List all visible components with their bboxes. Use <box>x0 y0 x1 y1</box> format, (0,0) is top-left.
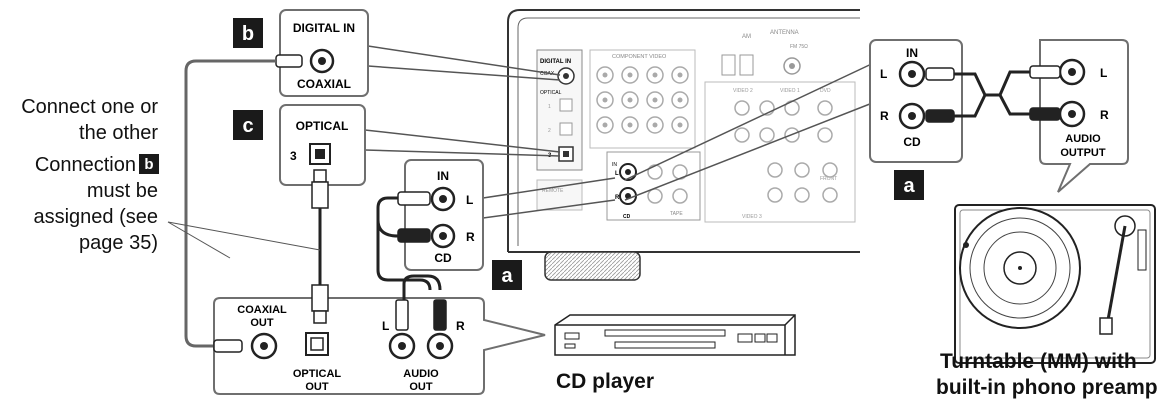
svg-text:R: R <box>615 195 620 201</box>
turntable-caption-line1: Turntable (MM) with <box>940 350 1137 373</box>
badge-c: c <box>233 110 263 140</box>
optical-number-label: 3 <box>290 149 297 163</box>
digital-in-label: DIGITAL IN <box>293 21 355 35</box>
coaxial-out-label-2: OUT <box>250 317 274 329</box>
receiver-remote-label: REMOTE <box>542 188 564 194</box>
coaxial-cable <box>184 54 303 353</box>
turntable-cable-l <box>954 70 1030 97</box>
svg-text:1: 1 <box>548 104 551 110</box>
connect-one-line1: Connect one or <box>21 96 158 118</box>
audio-out-r-label: R <box>456 319 465 333</box>
assigned-line: assigned (see <box>33 206 158 228</box>
receiver-coax-label: COAX <box>540 71 555 77</box>
receiver-video1-label: VIDEO 1 <box>780 88 800 94</box>
turntable-cd-in-label: IN <box>906 46 918 60</box>
cd-player-caption: CD player <box>556 370 655 393</box>
svg-text:a: a <box>501 265 513 287</box>
receiver-fm-label: FM 75Ω <box>790 44 808 50</box>
page-line: page 35) <box>79 232 158 254</box>
receiver-front-label: FRONT <box>820 176 837 182</box>
turntable-audio-output-callout: L R AUDIO OUTPUT <box>1029 39 1129 193</box>
audio-output-label-1: AUDIO <box>1065 133 1101 145</box>
cd-player-device <box>554 314 796 356</box>
optical-out-label-2: OUT <box>305 381 329 393</box>
cd-in-l-label: L <box>466 193 473 207</box>
audio-out-l-label: L <box>382 319 389 333</box>
receiver-cd-in-callout-right: IN L R CD <box>624 39 963 201</box>
receiver-video2-label: VIDEO 2 <box>733 88 753 94</box>
optical-out-label-1: OPTICAL <box>293 368 342 380</box>
audio-out-label-1: AUDIO <box>403 368 439 380</box>
assigned-note: must be assigned (see page 35) <box>0 178 158 256</box>
receiver-rear-panel: DIGITAL IN COAX OPTICAL 1 2 3 COMPONENT … <box>507 9 860 281</box>
receiver-foot <box>544 251 641 281</box>
turntable-cd-in-r-label: R <box>880 109 889 123</box>
turntable-cd-in-l-label: L <box>880 67 887 81</box>
receiver-video3-label: VIDEO 3 <box>742 214 762 220</box>
turntable-output-l-label: L <box>1100 66 1107 80</box>
connect-one-note: Connect one or the other <box>0 94 158 146</box>
turntable-caption-line2: built-in phono preamp <box>936 376 1158 399</box>
optical-callout: OPTICAL 3 <box>279 104 561 186</box>
svg-text:a: a <box>903 175 915 197</box>
note-pointer-1 <box>167 221 231 259</box>
note-pointer-2 <box>167 221 321 251</box>
receiver-am-label: AM <box>742 34 751 40</box>
must-be-line: must be <box>86 180 158 202</box>
svg-text:b: b <box>144 156 153 173</box>
svg-text:b: b <box>242 23 254 45</box>
receiver-dvd-label: DVD <box>820 88 831 94</box>
turntable-device <box>954 204 1156 364</box>
connect-one-line2: the other <box>79 122 158 144</box>
svg-text:2: 2 <box>548 128 551 134</box>
cd-in-r-label: R <box>466 230 475 244</box>
cd-player-rear-panel: COAXIAL OUT OPTICAL OUT L R AUDIO OUT <box>213 297 546 395</box>
turntable-cable-r <box>954 93 1030 118</box>
receiver-cd-label: CD <box>623 214 631 220</box>
receiver-tape-label: TAPE <box>670 211 683 217</box>
optical-cable <box>311 169 329 324</box>
receiver-in-label: IN <box>612 162 617 168</box>
receiver-optical-label: OPTICAL <box>540 90 562 96</box>
svg-text:c: c <box>242 115 253 137</box>
badge-b-note: b <box>139 154 159 174</box>
cd-in-label: IN <box>437 169 449 183</box>
cd-in-cd-label: CD <box>434 251 452 265</box>
turntable-cd-in-cd-label: CD <box>903 135 921 149</box>
receiver-digital-in-label: DIGITAL IN <box>540 59 571 65</box>
turntable-output-r-label: R <box>1100 108 1109 122</box>
audio-output-label-2: OUTPUT <box>1060 147 1106 159</box>
analog-cables <box>376 191 447 331</box>
badge-b: b <box>233 18 263 48</box>
svg-text:L: L <box>615 171 619 177</box>
receiver-component-video-label: COMPONENT VIDEO <box>612 54 667 60</box>
digital-in-callout: DIGITAL IN COAXIAL <box>279 9 561 97</box>
audio-out-label-2: OUT <box>409 381 433 393</box>
coaxial-label: COAXIAL <box>297 77 351 91</box>
badge-a-right: a <box>894 170 924 200</box>
coaxial-out-label-1: COAXIAL <box>237 304 287 316</box>
badge-a-left: a <box>492 260 522 290</box>
receiver-antenna-label: ANTENNA <box>770 30 799 36</box>
connection-note-prefix: Connection <box>34 154 136 176</box>
optical-label: OPTICAL <box>296 119 349 133</box>
